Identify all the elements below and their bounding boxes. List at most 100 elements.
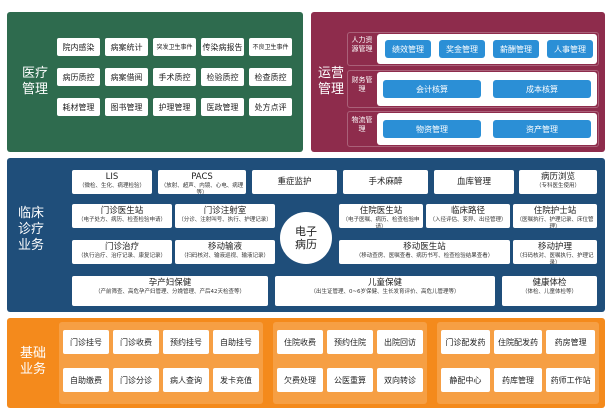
operations-item-button[interactable]: 物资管理 — [383, 120, 481, 138]
basic-item-button[interactable]: 住院收费 — [277, 330, 323, 354]
operations-group — [347, 70, 599, 108]
medical-item-button[interactable]: 传染病报告 — [201, 38, 244, 56]
basic-item-button[interactable]: 自助缴费 — [63, 368, 109, 392]
medical-item-button[interactable]: 检验质控 — [201, 68, 244, 86]
clinical-item-subtitle: （医嘱执行、护理记录、床位管理） — [516, 217, 594, 228]
clinical-item-subtitle: （扫码核对、医嘱执行、护理记录） — [516, 253, 594, 264]
medical-item-button[interactable]: 不良卫生事件 — [249, 38, 292, 56]
basic-item-button[interactable]: 门诊挂号 — [63, 330, 109, 354]
basic-business-panel: 基础业务 门诊挂号门诊收费预约挂号自助挂号自助缴费门诊分诊病人查询发卡充值住院收… — [7, 318, 605, 408]
clinical-item-button[interactable]: 孕产妇保健（产前筛查、高危孕产妇管理、分娩管理、产后42天检查等） — [72, 276, 268, 306]
basic-item-button[interactable]: 药房管理 — [546, 330, 595, 354]
clinical-item-subtitle: （出生证管理、0~6岁保健、生长发育评价、高危儿管理等） — [310, 289, 460, 295]
clinical-item-title: 住院医生站 — [359, 206, 403, 216]
medical-item-button[interactable]: 检查质控 — [249, 68, 292, 86]
medical-item-button[interactable]: 医政管理 — [201, 98, 244, 116]
clinical-item-button[interactable]: 临床路径（入径评估、变异、出径管理） — [426, 204, 510, 228]
medical-item-button[interactable]: 图书管理 — [105, 98, 148, 116]
medical-item-button[interactable]: 护理管理 — [153, 98, 196, 116]
clinical-item-subtitle: （专科医生使用） — [535, 183, 580, 189]
medical-item-button[interactable]: 院内感染 — [57, 38, 100, 56]
clinical-item-title: 病历浏览 — [540, 172, 575, 182]
medical-item-button[interactable]: 病案借阅 — [105, 68, 148, 86]
clinical-item-button[interactable]: 血库管理 — [434, 170, 514, 194]
basic-item-button[interactable]: 门诊收费 — [113, 330, 159, 354]
clinical-item-button[interactable]: 移动护理（扫码核对、医嘱执行、护理记录） — [513, 240, 597, 264]
basic-item-button[interactable]: 住院配发药 — [493, 330, 543, 354]
clinical-item-title: 重症监护 — [277, 176, 312, 187]
clinical-item-title: 门诊注射室 — [203, 206, 247, 216]
clinical-item-title: 移动输液 — [207, 242, 242, 252]
basic-item-button[interactable]: 出院回访 — [377, 330, 423, 354]
basic-group: 住院收费预约住院出院回访欠费处理公医重算双向转诊 — [273, 322, 427, 404]
clinical-item-title: 移动护理 — [537, 242, 572, 252]
medical-item-button[interactable]: 手术质控 — [153, 68, 196, 86]
operations-group-label: 财务管理 — [351, 75, 373, 93]
clinical-item-subtitle: （扫码核对、输液巡视、输液记录） — [180, 253, 269, 259]
operations-item-button[interactable]: 人事管理 — [547, 40, 593, 58]
basic-item-button[interactable]: 双向转诊 — [377, 368, 423, 392]
operations-management-panel: 运营管理 人力资源管理绩效管理奖金管理薪酬管理人事管理财务管理会计核算成本核算物… — [311, 12, 605, 152]
clinical-item-button[interactable]: 重症监护 — [252, 170, 337, 194]
operations-management-title: 运营管理 — [317, 66, 344, 97]
clinical-item-title: 门诊治疗 — [104, 242, 139, 252]
basic-item-button[interactable]: 病人查询 — [163, 368, 209, 392]
clinical-panel: 临床诊疗业务 LIS（微检、生化、病理检验）PACS（放射、超声、内镜、心电、病… — [7, 158, 605, 312]
clinical-item-subtitle: （电子处方、病历、检查检验申请） — [77, 217, 166, 223]
operations-item-button[interactable]: 绩效管理 — [385, 40, 431, 58]
basic-group: 门诊挂号门诊收费预约挂号自助挂号自助缴费门诊分诊病人查询发卡充值 — [59, 322, 263, 404]
operations-item-button[interactable]: 会计核算 — [383, 80, 481, 98]
clinical-item-subtitle: （放射、超声、内镜、心电、病理等） — [160, 183, 244, 194]
basic-item-button[interactable]: 预约住院 — [327, 330, 373, 354]
operations-group-body: 会计核算成本核算 — [377, 72, 597, 106]
basic-item-button[interactable]: 预约挂号 — [163, 330, 209, 354]
clinical-item-subtitle: （微检、生化、病理检验） — [78, 183, 145, 189]
clinical-item-button[interactable]: 门诊治疗（执行治疗、治疗记录、康复记录） — [72, 240, 172, 264]
clinical-item-button[interactable]: 住院护士站（医嘱执行、护理记录、床位管理） — [513, 204, 597, 228]
clinical-item-button[interactable]: 儿童保健（出生证管理、0~6岁保健、生长发育评价、高危儿管理等） — [275, 276, 495, 306]
basic-item-button[interactable]: 药师工作站 — [546, 368, 595, 392]
operations-item-button[interactable]: 成本核算 — [493, 80, 591, 98]
basic-item-button[interactable]: 门诊分诊 — [113, 368, 159, 392]
operations-group — [347, 111, 599, 147]
medical-item-button[interactable]: 病历质控 — [57, 68, 100, 86]
clinical-item-button[interactable]: PACS（放射、超声、内镜、心电、病理等） — [158, 170, 246, 194]
basic-item-button[interactable]: 欠费处理 — [277, 368, 323, 392]
clinical-item-title: 血库管理 — [456, 176, 491, 187]
medical-item-button[interactable]: 病案统计 — [105, 38, 148, 56]
medical-management-title: 医疗管理 — [21, 66, 48, 97]
operations-item-button[interactable]: 资产管理 — [493, 120, 591, 138]
basic-business-title: 基础业务 — [19, 346, 46, 377]
clinical-item-subtitle: （产前筛查、高危孕产妇管理、分娩管理、产后42天检查等） — [94, 289, 245, 295]
operations-item-button[interactable]: 薪酬管理 — [493, 40, 539, 58]
clinical-item-subtitle: （体检、儿童体检等） — [521, 289, 577, 295]
medical-item-button[interactable]: 突发卫生事件 — [153, 38, 196, 56]
clinical-item-title: 门诊医生站 — [100, 206, 144, 216]
medical-item-button[interactable]: 耗材管理 — [57, 98, 100, 116]
clinical-item-button[interactable]: 门诊医生站（电子处方、病历、检查检验申请） — [72, 204, 172, 228]
clinical-item-title: 孕产妇保健 — [148, 278, 192, 288]
clinical-item-button[interactable]: 移动输液（扫码核对、输液巡视、输液记录） — [175, 240, 275, 264]
clinical-item-button[interactable]: 病历浏览（专科医生使用） — [519, 170, 597, 194]
operations-item-button[interactable]: 奖金管理 — [439, 40, 485, 58]
basic-item-button[interactable]: 静配中心 — [441, 368, 490, 392]
clinical-item-button[interactable]: 住院医生站（电子医嘱、病历、检查检验申请） — [339, 204, 423, 228]
clinical-title: 临床诊疗业务 — [17, 206, 44, 253]
medical-item-button[interactable]: 处方点评 — [249, 98, 292, 116]
clinical-item-subtitle: （入径评估、变异、出径管理） — [429, 217, 507, 223]
basic-item-button[interactable]: 公医重算 — [327, 368, 373, 392]
basic-item-button[interactable]: 自助挂号 — [213, 330, 259, 354]
basic-group: 门诊配发药住院配发药药房管理静配中心药库管理药师工作站 — [437, 322, 599, 404]
clinical-item-button[interactable]: 移动医生站（移动查房、医嘱查看、病历书写、检查检验结果查看） — [339, 240, 510, 264]
clinical-item-button[interactable]: 门诊注射室（分诊、注射叫号、执行、护理记录） — [175, 204, 275, 228]
clinical-item-button[interactable]: 健康体检（体检、儿童体检等） — [502, 276, 597, 306]
clinical-item-button[interactable]: LIS（微检、生化、病理检验） — [72, 170, 152, 194]
basic-item-button[interactable]: 药库管理 — [493, 368, 543, 392]
basic-item-button[interactable]: 发卡充值 — [213, 368, 259, 392]
operations-group-label: 人力资源管理 — [351, 35, 373, 53]
clinical-item-subtitle: （移动查房、医嘱查看、病历书写、检查检验结果查看） — [355, 253, 494, 259]
emr-center-circle[interactable]: 电子病历 — [280, 212, 332, 264]
clinical-item-button[interactable]: 手术麻醉 — [343, 170, 428, 194]
medical-management-panel: 医疗管理 院内感染病案统计突发卫生事件传染病报告不良卫生事件病历质控病案借阅手术… — [7, 12, 303, 152]
basic-item-button[interactable]: 门诊配发药 — [441, 330, 490, 354]
